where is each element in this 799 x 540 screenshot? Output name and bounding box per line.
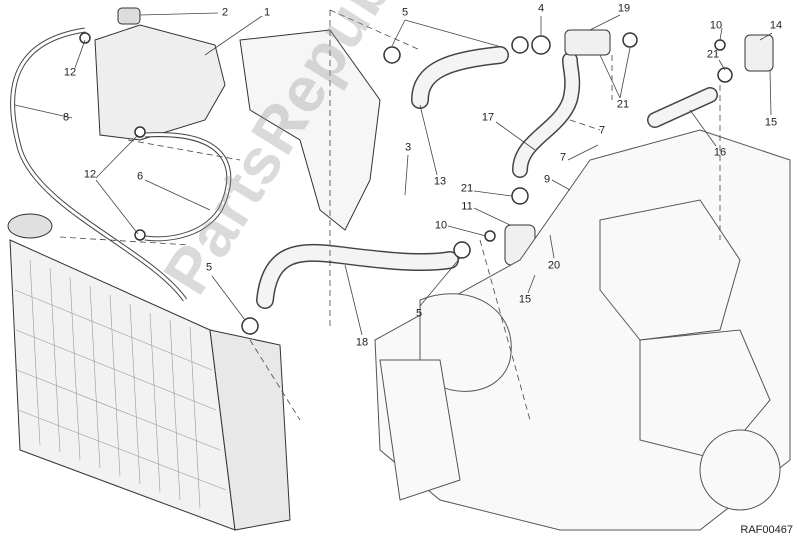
callout-5: 5	[401, 6, 409, 19]
callout-5: 5	[205, 261, 213, 274]
callout-6: 6	[136, 170, 144, 183]
callout-13: 13	[433, 175, 447, 188]
callout-15: 15	[764, 116, 778, 129]
engine	[374, 129, 791, 531]
callout-3: 3	[404, 141, 412, 154]
callout-21: 21	[460, 182, 474, 195]
radiator	[7, 213, 291, 531]
callout-2: 2	[221, 6, 229, 19]
callout-19: 19	[617, 2, 631, 15]
callout-17: 17	[481, 111, 495, 124]
expansion-tank	[94, 7, 226, 141]
callout-18: 18	[355, 336, 369, 349]
callout-7: 7	[559, 151, 567, 164]
diagram-code: RAF00467	[740, 524, 793, 536]
callout-10: 10	[709, 19, 723, 32]
callout-9: 9	[543, 173, 551, 186]
callout-1: 1	[263, 6, 271, 19]
callout-7: 7	[598, 124, 606, 137]
callout-11: 11	[461, 200, 473, 213]
callout-10: 10	[434, 219, 448, 232]
callout-21: 21	[616, 98, 630, 111]
callout-15: 15	[518, 293, 532, 306]
callout-14: 14	[769, 19, 783, 32]
callout-21: 21	[706, 48, 720, 61]
callout-16: 16	[713, 146, 727, 159]
callout-8: 8	[62, 111, 70, 124]
callout-12: 12	[83, 168, 97, 181]
callout-12: 12	[63, 66, 77, 79]
callout-5: 5	[415, 307, 423, 320]
callout-4: 4	[537, 2, 545, 15]
callout-20: 20	[547, 259, 561, 272]
